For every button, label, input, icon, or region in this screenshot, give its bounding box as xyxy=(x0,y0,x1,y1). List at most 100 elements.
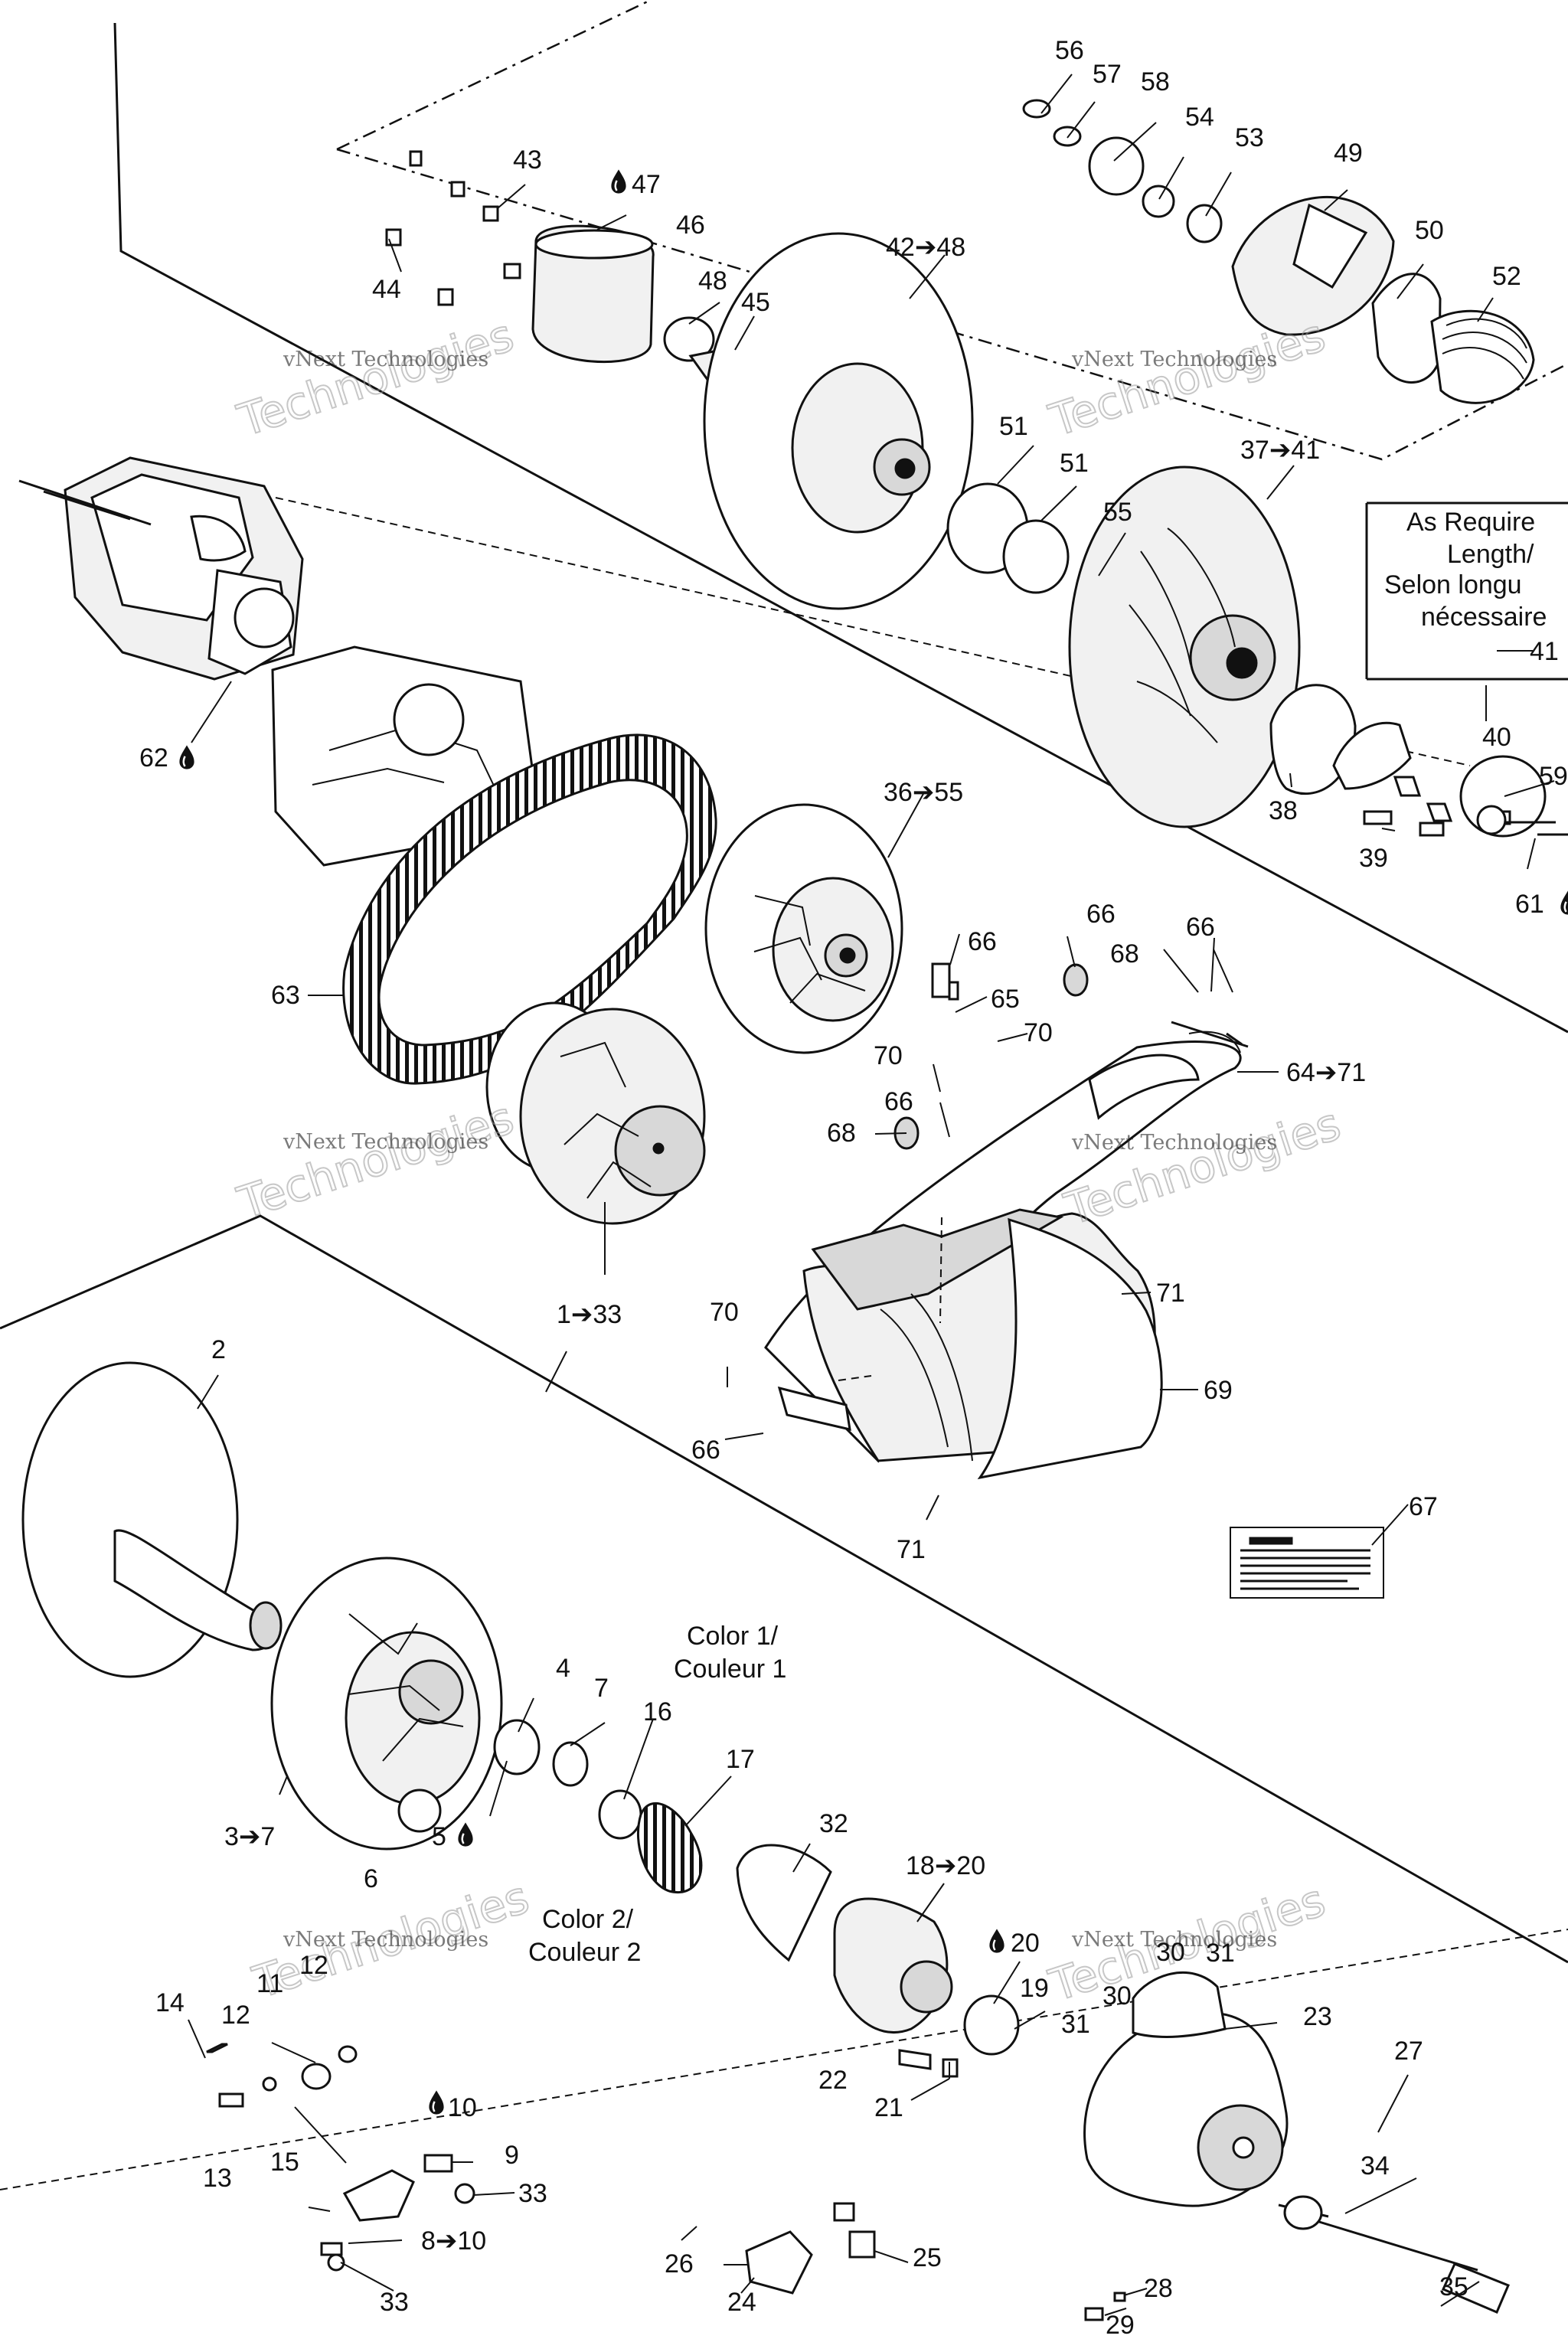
svg-text:30: 30 xyxy=(1102,1981,1132,2011)
svg-text:2: 2 xyxy=(211,1335,226,1364)
svg-text:66: 66 xyxy=(884,1087,913,1116)
svg-text:19: 19 xyxy=(1020,1974,1049,2003)
svg-text:31: 31 xyxy=(1061,2010,1090,2039)
svg-text:59: 59 xyxy=(1539,762,1568,791)
svg-text:61: 61 xyxy=(1515,890,1544,919)
svg-text:57: 57 xyxy=(1093,60,1122,89)
svg-text:11: 11 xyxy=(256,1969,283,1998)
svg-text:47: 47 xyxy=(632,170,661,199)
svg-text:18➔20: 18➔20 xyxy=(906,1851,985,1880)
svg-text:Length/: Length/ xyxy=(1447,540,1534,569)
svg-text:Couleur 2: Couleur 2 xyxy=(528,1938,641,1967)
svg-text:12: 12 xyxy=(299,1951,328,1980)
svg-text:Selon longu: Selon longu xyxy=(1384,570,1522,599)
svg-text:45: 45 xyxy=(741,288,770,317)
svg-text:71: 71 xyxy=(897,1535,926,1564)
svg-text:31: 31 xyxy=(1206,1939,1235,1968)
svg-text:40: 40 xyxy=(1482,723,1511,752)
svg-text:28: 28 xyxy=(1144,2274,1173,2303)
svg-text:Color 1/: Color 1/ xyxy=(687,1622,779,1651)
svg-text:Technologies: Technologies xyxy=(231,309,519,447)
svg-text:As Require: As Require xyxy=(1406,508,1535,537)
svg-text:37➔41: 37➔41 xyxy=(1240,436,1320,465)
engine-block xyxy=(18,456,537,867)
svg-text:55: 55 xyxy=(1103,498,1132,527)
svg-text:7: 7 xyxy=(594,1674,609,1703)
svg-text:14: 14 xyxy=(155,1988,185,2017)
svg-text:26: 26 xyxy=(665,2249,694,2278)
svg-text:23: 23 xyxy=(1303,2002,1332,2031)
svg-text:vNext Technologies: vNext Technologies xyxy=(283,348,488,371)
svg-text:42➔48: 42➔48 xyxy=(886,233,965,262)
rear-drum-assembly xyxy=(1068,466,1568,838)
svg-text:67: 67 xyxy=(1409,1492,1438,1521)
upper-assembly xyxy=(703,99,1535,614)
svg-text:34: 34 xyxy=(1361,2151,1390,2180)
belt-guard xyxy=(764,962,1249,1480)
svg-text:6: 6 xyxy=(364,1864,378,1893)
svg-text:38: 38 xyxy=(1269,796,1298,825)
svg-text:70: 70 xyxy=(710,1298,739,1327)
svg-text:62: 62 xyxy=(139,743,168,773)
svg-text:51: 51 xyxy=(1060,449,1089,478)
svg-text:54: 54 xyxy=(1185,103,1214,132)
svg-text:66: 66 xyxy=(968,927,997,956)
svg-text:vNext Technologies: vNext Technologies xyxy=(1071,348,1277,371)
svg-text:vNext Technologies: vNext Technologies xyxy=(283,1928,488,1952)
svg-text:51: 51 xyxy=(999,412,1028,441)
svg-text:70: 70 xyxy=(1024,1018,1053,1047)
svg-text:12: 12 xyxy=(221,2001,250,2030)
svg-text:4: 4 xyxy=(556,1654,570,1683)
svg-text:5: 5 xyxy=(432,1822,446,1851)
svg-text:70: 70 xyxy=(874,1041,903,1070)
svg-text:Technologies: Technologies xyxy=(1043,309,1331,447)
svg-text:39: 39 xyxy=(1359,844,1388,873)
svg-text:16: 16 xyxy=(643,1697,672,1726)
svg-text:33: 33 xyxy=(380,2288,409,2317)
svg-text:33: 33 xyxy=(518,2179,547,2208)
svg-text:13: 13 xyxy=(203,2164,232,2193)
as-required-note: As Require Length/ Selon longu nécessair… xyxy=(1365,501,1568,681)
svg-text:52: 52 xyxy=(1492,262,1521,291)
svg-text:69: 69 xyxy=(1204,1376,1233,1405)
svg-text:41: 41 xyxy=(1530,637,1559,666)
svg-text:66: 66 xyxy=(1186,913,1215,942)
svg-text:44: 44 xyxy=(372,275,401,304)
svg-text:9: 9 xyxy=(505,2141,519,2170)
svg-text:8➔10: 8➔10 xyxy=(421,2226,486,2256)
svg-text:56: 56 xyxy=(1055,36,1084,65)
middle-pulleys xyxy=(485,803,903,1225)
svg-text:50: 50 xyxy=(1415,216,1444,245)
drive-belt xyxy=(342,733,717,1085)
svg-text:nécessaire: nécessaire xyxy=(1421,603,1547,632)
svg-text:49: 49 xyxy=(1334,139,1363,168)
svg-text:1➔33: 1➔33 xyxy=(557,1300,622,1329)
svg-text:27: 27 xyxy=(1394,2037,1423,2066)
svg-text:43: 43 xyxy=(513,145,542,175)
warning-decal xyxy=(1230,1527,1384,1599)
svg-text:vNext Technologies: vNext Technologies xyxy=(283,1130,488,1154)
svg-text:66: 66 xyxy=(1086,900,1116,929)
svg-text:53: 53 xyxy=(1235,123,1264,152)
svg-text:48: 48 xyxy=(698,266,727,296)
color-notes: Color 1/ Couleur 1 Color 2/ Couleur 2 xyxy=(528,1622,786,1967)
svg-text:Color 2/: Color 2/ xyxy=(542,1905,634,1934)
svg-text:25: 25 xyxy=(913,2243,942,2272)
svg-text:10: 10 xyxy=(448,2093,477,2122)
svg-text:vNext Technologies: vNext Technologies xyxy=(1071,1131,1277,1155)
svg-text:15: 15 xyxy=(270,2148,299,2177)
svg-text:vNext Technologies: vNext Technologies xyxy=(1071,1928,1277,1952)
svg-text:71: 71 xyxy=(1156,1279,1185,1308)
svg-text:Technologies: Technologies xyxy=(231,1092,519,1230)
svg-text:68: 68 xyxy=(827,1119,856,1148)
svg-text:58: 58 xyxy=(1141,67,1170,96)
svg-text:20: 20 xyxy=(1011,1929,1040,1958)
svg-text:64➔71: 64➔71 xyxy=(1286,1058,1366,1087)
lower-drive-assembly xyxy=(21,1361,1510,2314)
svg-text:22: 22 xyxy=(818,2066,848,2095)
svg-text:Couleur 1: Couleur 1 xyxy=(674,1655,786,1684)
svg-text:29: 29 xyxy=(1106,2311,1135,2340)
svg-text:65: 65 xyxy=(991,985,1020,1014)
svg-text:35: 35 xyxy=(1439,2272,1468,2301)
svg-text:68: 68 xyxy=(1110,939,1139,969)
